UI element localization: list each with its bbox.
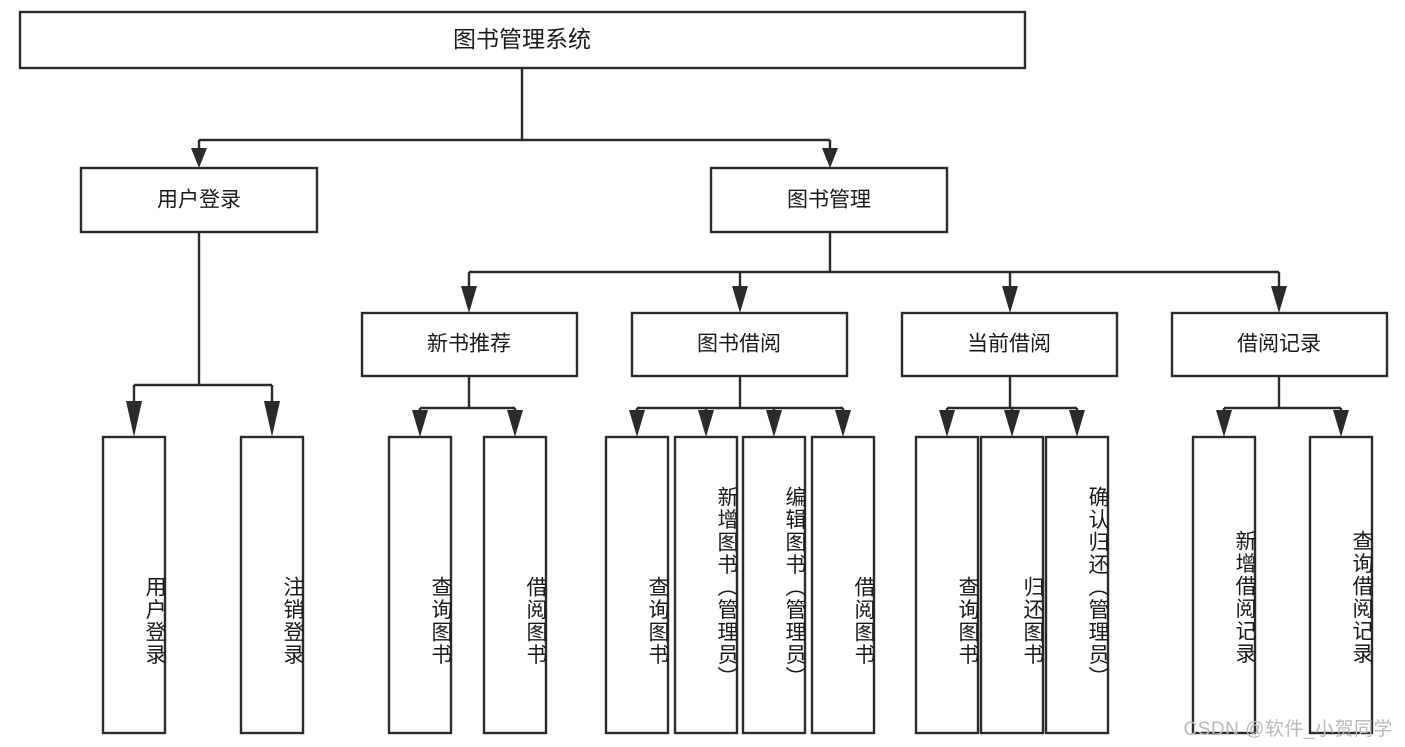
- node-user-login-box[interactable]: [79, 166, 319, 234]
- node-leaf-query-book-2-box[interactable]: [604, 435, 670, 735]
- node-root-label: 图书管理系统: [453, 26, 591, 52]
- arrow-leaf-query-book-2: [629, 410, 645, 437]
- arrow-leaf-borrow-book-1: [507, 410, 523, 437]
- node-leaf-edit-book-box[interactable]: [741, 435, 807, 735]
- arrow-to-new-book: [461, 286, 477, 313]
- node-leaf-borrow-book-2-box[interactable]: [810, 435, 876, 735]
- arrow-leaf-query-book-1: [412, 410, 428, 437]
- edges-group: [126, 68, 1349, 437]
- node-leaf-borrow-book-1-box[interactable]: [482, 435, 548, 735]
- arrow-leaf-user-login: [126, 401, 142, 437]
- arrow-leaf-add-book: [698, 410, 714, 437]
- arrow-leaf-logout: [264, 401, 280, 437]
- node-current-borrow-label: 当前借阅: [967, 333, 1051, 356]
- node-new-book-recommend-label: 新书推荐: [427, 333, 511, 356]
- arrow-leaf-return-book: [1004, 410, 1020, 437]
- arrow-to-book-borrow: [732, 286, 748, 313]
- arrow-to-book-manage: [822, 148, 838, 168]
- node-user-login-label: 用户登录: [157, 189, 241, 212]
- node-book-borrow-label: 图书借阅: [697, 333, 781, 356]
- arrow-leaf-confirm-return: [1069, 410, 1085, 437]
- node-book-manage-label: 图书管理: [787, 189, 871, 212]
- arrow-leaf-query-book-3: [939, 410, 955, 437]
- arrow-leaf-borrow-book-2: [835, 410, 851, 437]
- arrow-to-current-borrow: [1002, 286, 1018, 313]
- node-leaf-logout-box[interactable]: [239, 435, 305, 735]
- node-leaf-query-record-box[interactable]: [1308, 435, 1374, 735]
- node-leaf-add-record-box[interactable]: [1191, 435, 1257, 735]
- node-leaf-return-book-box[interactable]: [979, 435, 1045, 735]
- node-current-borrow-box[interactable]: [900, 311, 1119, 378]
- arrow-leaf-add-record: [1216, 410, 1232, 437]
- arrow-to-user-login: [191, 148, 207, 168]
- node-leaf-add-book-box[interactable]: [673, 435, 739, 735]
- node-leaf-query-book-1-box[interactable]: [387, 435, 453, 735]
- csdn-watermark: CSDN @软件_小贺同学: [1183, 719, 1393, 740]
- node-borrow-record-label: 借阅记录: [1237, 333, 1321, 356]
- node-book-manage-box[interactable]: [709, 166, 949, 234]
- node-root-box[interactable]: [18, 10, 1027, 70]
- node-leaf-user-login-box[interactable]: [101, 435, 167, 735]
- arrow-leaf-query-record: [1333, 410, 1349, 437]
- node-leaf-confirm-return-box[interactable]: [1044, 435, 1110, 735]
- arrow-to-borrow-record: [1271, 286, 1287, 313]
- node-new-book-recommend-box[interactable]: [360, 311, 579, 378]
- node-borrow-record-box[interactable]: [1170, 311, 1389, 378]
- arrow-leaf-edit-book: [766, 410, 782, 437]
- node-book-borrow-box[interactable]: [630, 311, 849, 378]
- nodes-group: 图书管理系统 用户登录 图书管理 新书推荐 图书借阅 当前借阅 借阅记录: [18, 10, 1389, 735]
- node-leaf-query-book-3-box[interactable]: [914, 435, 980, 735]
